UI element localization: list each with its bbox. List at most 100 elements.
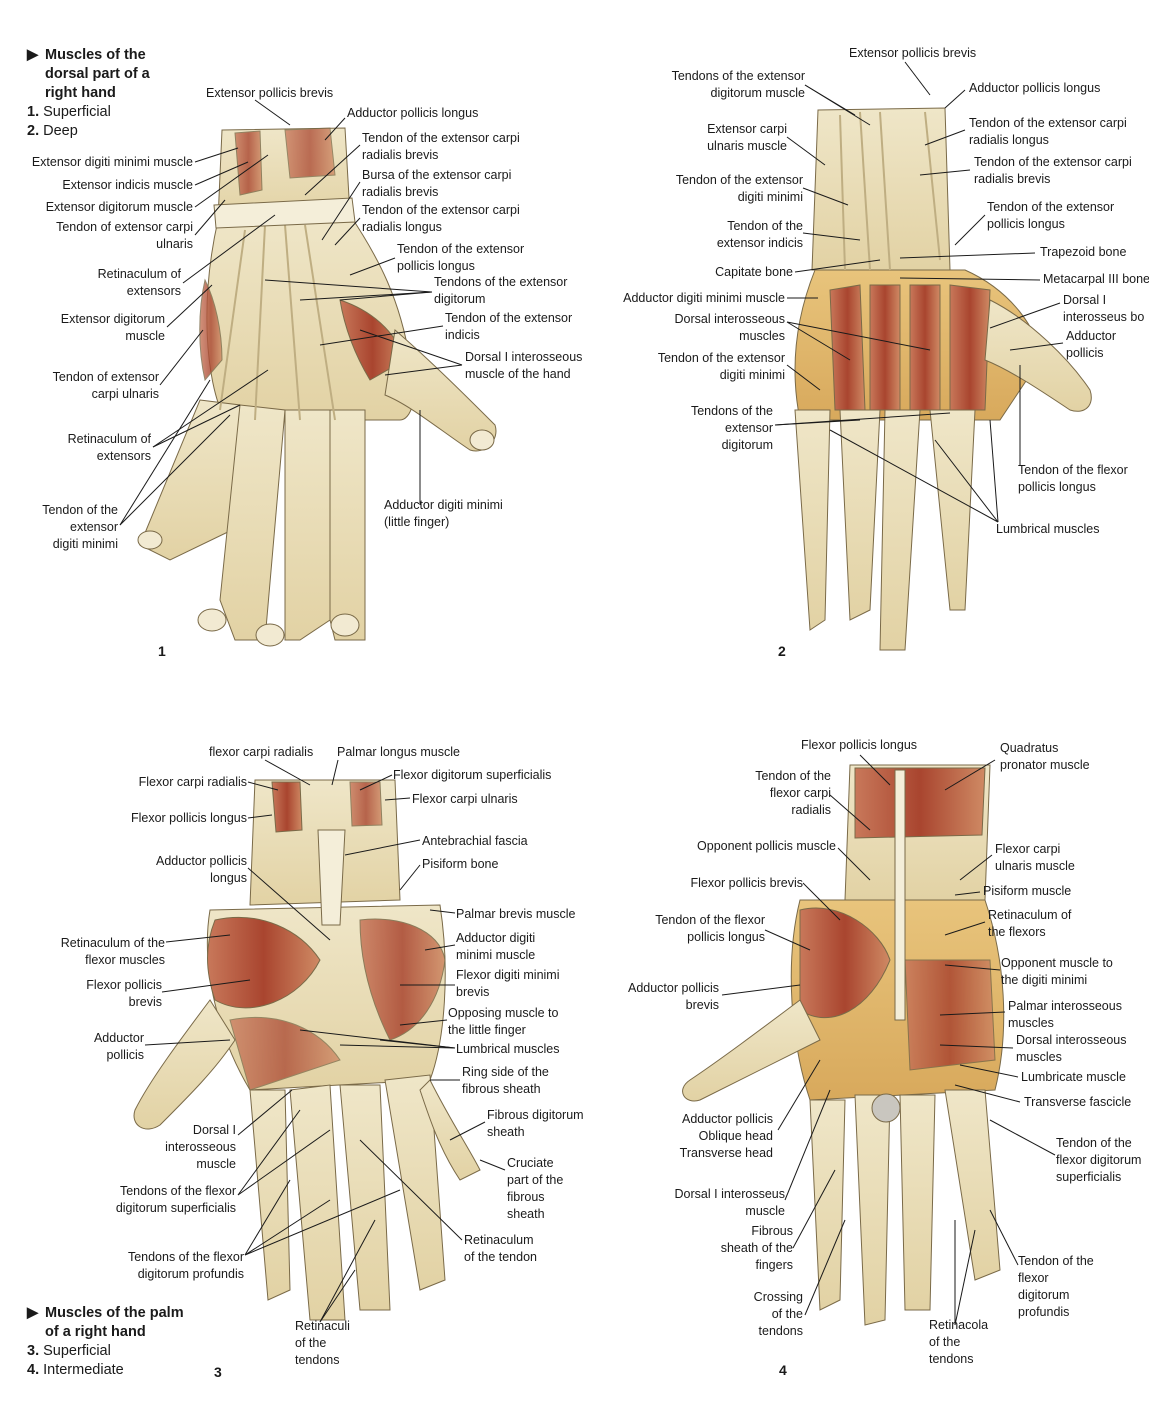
label-p3-flexor-digiti-minimi-brevis: Flexor digiti minimi brevis [456, 968, 560, 999]
label-p4-retinaculum-flexors: Retinaculum of the flexors [988, 908, 1072, 939]
palm-item-3: 3. Superficial [27, 1343, 111, 1359]
label-p2-adductor-digiti-minimi: Adductor digiti minimi muscle [623, 291, 785, 305]
label-p4-tendon-fds: Tendon of the flexor digitorum superfici… [1056, 1136, 1142, 1184]
label-p2-tendon-ecr-longus: Tendon of the extensor carpi radialis lo… [969, 116, 1127, 147]
label-p2-ext-pollicis-brevis: Extensor pollicis brevis [849, 46, 977, 60]
label-p3-flexor-carpi-radialis-top: flexor carpi radialis [209, 745, 314, 759]
label-ext-digitorum-muscle-2: Extensor digitorum muscle [60, 312, 165, 343]
dorsal-heading: Muscles of the dorsal part of a right ha… [45, 47, 150, 101]
label-p4-palmar-interosseous: Palmar interosseous muscles [1008, 999, 1122, 1030]
label-p3-palmar-longus: Palmar longus muscle [337, 745, 460, 759]
label-p3-opposing-little-finger: Opposing muscle to the little finger [448, 1006, 559, 1037]
label-p3-tendons-fds: Tendons of the flexor digitorum superfic… [115, 1184, 236, 1215]
dorsal-item-2: 2. Deep [27, 123, 78, 139]
label-p4-adductor-pollicis-brevis: Adductor pollicis brevis [627, 981, 719, 1012]
label-bursa-ecr-brevis: Bursa of the extensor carpi radialis bre… [362, 168, 512, 199]
label-p2-trapezoid-bone: Trapezoid bone [1040, 245, 1127, 259]
label-p2-dorsal-interosseus-1: Dorsal I interosseus bo [1063, 293, 1145, 324]
label-tendon-ecr-brevis: Tendon of the extensor carpi radialis br… [362, 131, 520, 162]
label-p3-palmar-brevis: Palmar brevis muscle [456, 907, 576, 921]
label-p2-tendon-ext-indicis: Tendon of the extensor indicis [716, 219, 803, 250]
label-p4-tendon-fdp: Tendon of the flexor digitorum profundis [1018, 1254, 1094, 1319]
dorsal-heading-marker: ▶ [27, 47, 39, 63]
label-p4-opponent-pollicis: Opponent pollicis muscle [697, 839, 836, 853]
dorsal-item-1: 1. Superficial [27, 104, 111, 120]
label-p2-tendon-ecr-brevis: Tendon of the extensor carpi radialis br… [974, 155, 1132, 186]
label-retinaculum-extensors-2: Retinaculum of extensors [67, 432, 151, 463]
label-extensor-pollicis-brevis: Extensor pollicis brevis [206, 86, 334, 100]
label-retinaculum-extensors-1: Retinaculum of extensors [97, 267, 181, 298]
label-p3-lumbrical-muscles: Lumbrical muscles [456, 1042, 560, 1056]
label-p3-adductor-pollicis-longus: Adductor pollicis longus [155, 854, 247, 885]
label-p4-flexor-carpi-ulnaris: Flexor carpi ulnaris muscle [995, 842, 1075, 873]
label-ext-digiti-minimi-muscle: Extensor digiti minimi muscle [31, 155, 193, 169]
label-p3-pisiform-bone: Pisiform bone [422, 857, 499, 871]
label-dorsal-interosseous-1: Dorsal I interosseous muscle of the hand [465, 350, 583, 381]
palm-heading-marker: ▶ [27, 1305, 39, 1321]
label-p3-tendons-fdp: Tendons of the flexor digitorum profundi… [127, 1250, 244, 1281]
label-p3-retinaculum-flexor: Retinaculum of the flexor muscles [60, 936, 165, 967]
hand-2-illustration [794, 107, 1092, 651]
label-p3-flexor-carpi-radialis: Flexor carpi radialis [138, 775, 247, 789]
hand-1-illustration [137, 127, 497, 647]
label-tendon-ext-digiti-minimi: Tendon of the extensor digiti minimi [42, 503, 118, 551]
label-p3-fibrous-digitorum-sheath: Fibrous digitorum sheath [487, 1108, 584, 1139]
label-tendon-ecr-longus: Tendon of the extensor carpi radialis lo… [362, 203, 520, 234]
label-p3-cruciate-part: Cruciate part of the fibrous sheath [507, 1156, 564, 1221]
label-p2-tendon-flexor-pollicis-longus: Tendon of the flexor pollicis longus [1018, 463, 1128, 494]
label-p3-flexor-pollicis-brevis: Flexor pollicis brevis [86, 978, 162, 1009]
palm-heading: Muscles of the palm of a right hand [45, 1305, 184, 1340]
label-p4-transverse-fascicle: Transverse fascicle [1024, 1095, 1132, 1109]
label-p2-tendon-ext-digiti-minimi: Tendon of the extensor digiti minimi [675, 173, 803, 204]
label-p3-flexor-pollicis-longus: Flexor pollicis longus [130, 811, 247, 825]
label-p4-opponent-digiti-minimi: Opponent muscle to the digiti minimi [1001, 956, 1113, 987]
label-p2-dorsal-interosseous: Dorsal interosseous muscles [674, 312, 785, 343]
label-adductor-digiti-minimi: Adductor digiti minimi (little finger) [384, 498, 503, 529]
label-ext-indicis-muscle: Extensor indicis muscle [62, 178, 193, 192]
label-p4-flexor-pollicis-longus: Flexor pollicis longus [801, 738, 918, 752]
figure-number-1: 1 [158, 643, 166, 659]
label-p3-antebrachial-fascia: Antebrachial fascia [422, 834, 528, 848]
label-p4-pisiform-muscle: Pisiform muscle [983, 884, 1072, 898]
label-tendon-ext-pollicis-longus: Tendon of the extensor pollicis longus [397, 242, 525, 273]
label-p2-lumbrical-muscles: Lumbrical muscles [996, 522, 1100, 536]
figure-number-3: 3 [214, 1364, 222, 1380]
label-p3-retinaculi-tendons: Retinaculi of the tendons [295, 1319, 350, 1367]
label-tendons-ext-digitorum: Tendons of the extensor digitorum [434, 275, 568, 306]
label-p3-flexor-digitorum-superficialis: Flexor digitorum superficialis [393, 768, 552, 782]
label-p3-retinaculum-tendon: Retinaculum of the tendon [464, 1233, 537, 1264]
label-p4-dorsal-interosseous: Dorsal interosseous muscles [1016, 1033, 1127, 1064]
hand-4-illustration [682, 764, 1005, 1326]
label-tendon-ext-indicis: Tendon of the extensor indicis [445, 311, 573, 342]
label-p4-tendon-flexor-pollicis-longus: Tendon of the flexor pollicis longus [655, 913, 765, 944]
label-p2-tendons-ext-digitorum-muscle: Tendons of the extensor digitorum muscle [671, 69, 805, 100]
label-p2-adductor-pollicis-longus: Adductor pollicis longus [969, 81, 1101, 95]
label-p3-dorsal-interosseous: Dorsal I interosseous muscle [165, 1123, 236, 1171]
label-p3-adductor-digiti-minimi: Adductor digiti minimi muscle [456, 931, 536, 962]
palm-item-4: 4. Intermediate [27, 1362, 124, 1378]
label-p4-flexor-pollicis-brevis: Flexor pollicis brevis [690, 876, 803, 890]
label-p2-adductor-pollicis: Adductor pollicis [1066, 329, 1117, 360]
label-p4-quadratus-pronator: Quadratus pronator muscle [1000, 741, 1090, 772]
figure-number-4: 4 [779, 1362, 787, 1378]
label-tendon-ext-carpi-ulnaris-2: Tendon of extensor carpi ulnaris [52, 370, 159, 401]
label-p3-flexor-carpi-ulnaris: Flexor carpi ulnaris [412, 792, 518, 806]
label-p4-adductor-pollicis-heads: Adductor pollicis Oblique head Transvers… [679, 1112, 773, 1160]
label-p2-tendon-ext-digiti-minimi-2: Tendon of the extensor digiti minimi [657, 351, 785, 382]
label-adductor-pollicis-longus: Adductor pollicis longus [347, 106, 479, 120]
label-ext-digitorum-muscle: Extensor digitorum muscle [45, 200, 193, 214]
label-p4-retinacola-tendons: Retinacola of the tendons [929, 1318, 989, 1366]
label-p4-fibrous-sheath-fingers: Fibrous sheath of the fingers [720, 1224, 793, 1272]
label-p4-lumbricate: Lumbricate muscle [1021, 1070, 1126, 1084]
hand-3-illustration [133, 779, 481, 1321]
label-p2-ext-carpi-ulnaris: Extensor carpi ulnaris muscle [707, 122, 787, 153]
label-p3-adductor-pollicis: Adductor pollicis [93, 1031, 144, 1062]
label-tendon-ext-carpi-ulnaris: Tendon of extensor carpi ulnaris [56, 220, 193, 251]
label-p2-capitate-bone: Capitate bone [715, 265, 793, 279]
label-p2-metacarpal-3: Metacarpal III bone [1043, 272, 1149, 286]
label-p4-crossing-tendons: Crossing of the tendons [753, 1290, 803, 1338]
label-p4-dorsal-interosseus-1: Dorsal I interosseus muscle [674, 1187, 785, 1218]
label-p2-tendon-ext-pollicis-longus: Tendon of the extensor pollicis longus [987, 200, 1115, 231]
label-p4-tendon-flexor-carpi-radialis: Tendon of the flexor carpi radialis [755, 769, 831, 817]
